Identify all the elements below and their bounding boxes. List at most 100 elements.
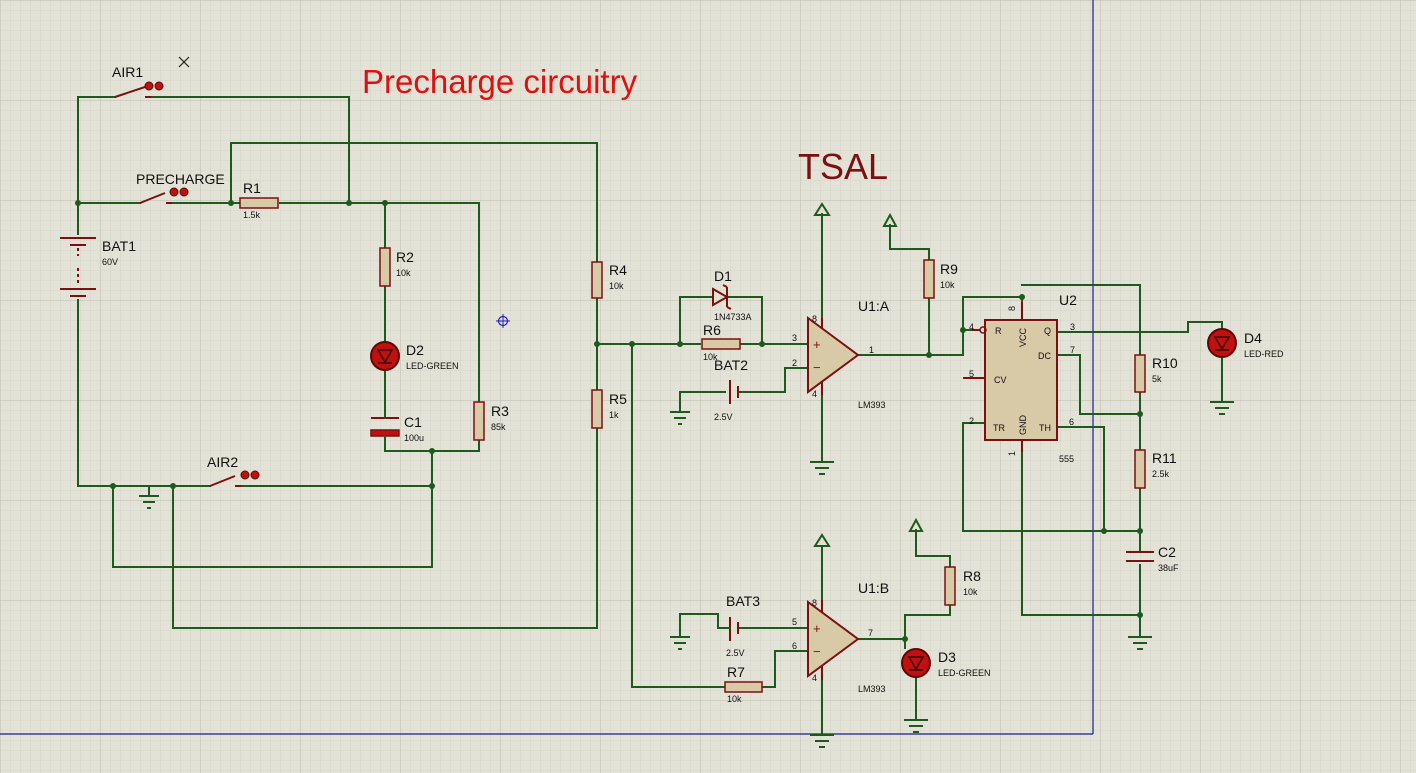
ground-symbol xyxy=(1210,401,1234,415)
crosshair-cursor-icon xyxy=(496,314,510,328)
d3-label: D3 xyxy=(938,649,956,665)
r6-value: 10k xyxy=(703,352,718,362)
u1b-comparator[interactable]: + − 5 6 7 8 4 U1:B LM393 xyxy=(792,580,889,694)
c2-label: C2 xyxy=(1158,544,1176,560)
r1-label: R1 xyxy=(243,180,261,196)
r11-resistor[interactable]: R11 2.5k xyxy=(1134,449,1177,489)
d2-value: LED-GREEN xyxy=(406,361,459,371)
u2-pin-2: 2 xyxy=(969,416,974,426)
r8-value: 10k xyxy=(963,587,978,597)
r11-label: R11 xyxy=(1152,450,1177,466)
air2-relay[interactable]: AIR2 xyxy=(207,454,260,487)
r4-label: R4 xyxy=(609,262,627,278)
u1b-pin-7: 7 xyxy=(868,628,873,638)
u1a-comparator[interactable]: + − 3 2 1 8 4 U1:A LM393 xyxy=(792,298,890,410)
c1-value: 100u xyxy=(404,433,424,443)
u2-label: U2 xyxy=(1059,292,1077,308)
u2-pin-7: 7 xyxy=(1070,345,1075,355)
u2-pin-5: 5 xyxy=(969,369,974,379)
r5-label: R5 xyxy=(609,391,627,407)
air1-relay[interactable]: AIR1 xyxy=(112,64,164,98)
u2-value: 555 xyxy=(1059,454,1074,464)
ground-symbol xyxy=(139,495,159,509)
bat2-label: BAT2 xyxy=(714,357,748,373)
r7-value: 10k xyxy=(727,694,742,704)
u2-555-timer[interactable]: R 4 CV 5 TR 2 Q 3 DC 7 TH 6 VCC 8 GND 1 … xyxy=(963,292,1077,464)
ground-symbol xyxy=(1128,636,1152,650)
u2-tr-pin: TR xyxy=(993,423,1005,433)
precharge-relay[interactable]: PRECHARGE xyxy=(136,171,225,204)
r3-value: 85k xyxy=(491,422,506,432)
u2-th-pin: TH xyxy=(1039,423,1051,433)
r11-value: 2.5k xyxy=(1152,469,1170,479)
u1a-minus-sign: − xyxy=(813,360,821,375)
u2-r-pin: R xyxy=(995,326,1002,336)
u2-pin-4: 4 xyxy=(969,322,974,332)
r4-value: 10k xyxy=(609,281,624,291)
r10-resistor[interactable]: R10 5k xyxy=(1134,354,1178,393)
d2-label: D2 xyxy=(406,342,424,358)
r8-resistor[interactable]: R8 10k xyxy=(944,566,981,606)
r4-resistor[interactable]: R4 10k xyxy=(591,261,627,299)
u1a-pin-8: 8 xyxy=(812,314,817,324)
r3-label: R3 xyxy=(491,403,509,419)
ground-symbol xyxy=(810,461,834,475)
u2-pin-3: 3 xyxy=(1070,322,1075,332)
r5-value: 1k xyxy=(609,410,619,420)
d3-led[interactable]: D3 LED-GREEN xyxy=(901,648,991,678)
power-terminal-icon xyxy=(813,533,831,547)
r6-resistor[interactable]: R6 10k xyxy=(701,322,741,362)
d2-led[interactable]: D2 LED-GREEN xyxy=(370,341,459,371)
u1a-label: U1:A xyxy=(858,298,890,314)
r7-label: R7 xyxy=(727,664,745,680)
r10-label: R10 xyxy=(1152,355,1178,371)
u1a-pin-4: 4 xyxy=(812,389,817,399)
u1b-label: U1:B xyxy=(858,580,889,596)
bat3-value: 2.5V xyxy=(726,648,745,658)
u1b-value: LM393 xyxy=(858,684,886,694)
ground-symbol xyxy=(670,636,690,650)
u1b-pin-8: 8 xyxy=(812,598,817,608)
bat3-battery[interactable]: BAT3 2.5V xyxy=(717,593,760,658)
tsal-title: TSAL xyxy=(798,146,888,187)
u2-q-pin: Q xyxy=(1044,326,1051,336)
r5-resistor[interactable]: R5 1k xyxy=(591,389,627,429)
r3-resistor[interactable]: R3 85k xyxy=(473,401,509,441)
u2-vcc-pin: VCC xyxy=(1018,327,1028,347)
bat3-label: BAT3 xyxy=(726,593,760,609)
air2-label: AIR2 xyxy=(207,454,238,470)
u1b-minus-sign: − xyxy=(813,644,821,659)
u1b-pin-4: 4 xyxy=(812,673,817,683)
u2-pin-1: 1 xyxy=(1007,451,1017,456)
r9-resistor[interactable]: R9 10k xyxy=(923,259,958,299)
u2-pin-6: 6 xyxy=(1069,417,1074,427)
d3-value: LED-GREEN xyxy=(938,668,991,678)
air1-label: AIR1 xyxy=(112,64,143,80)
d1-zener-diode[interactable]: D1 1N4733A xyxy=(712,268,752,322)
d4-led[interactable]: D4 LED-RED xyxy=(1207,328,1284,359)
c1-capacitor[interactable]: C1 100u xyxy=(370,411,424,443)
bat2-value: 2.5V xyxy=(714,412,733,422)
d4-value: LED-RED xyxy=(1244,349,1284,359)
r2-value: 10k xyxy=(396,268,411,278)
sheet-border xyxy=(0,0,1094,735)
r6-label: R6 xyxy=(703,322,721,338)
c2-capacitor[interactable]: C2 38uF xyxy=(1126,544,1179,573)
u1a-pin-3: 3 xyxy=(792,333,797,343)
bat2-battery[interactable]: BAT2 2.5V xyxy=(714,357,748,422)
precharge-title: Precharge circuitry xyxy=(362,63,638,100)
r1-resistor[interactable]: R1 1.5k xyxy=(239,180,279,220)
power-terminal-icon xyxy=(813,202,831,216)
precharge-relay-label: PRECHARGE xyxy=(136,171,225,187)
r7-resistor[interactable]: R7 10k xyxy=(724,664,763,704)
power-terminal-icon xyxy=(908,517,924,532)
bat1-value: 60V xyxy=(102,257,118,267)
r2-resistor[interactable]: R2 10k xyxy=(379,247,414,287)
bat1-battery[interactable]: BAT1 60V xyxy=(60,237,136,297)
junction-dots xyxy=(75,200,1143,642)
r10-value: 5k xyxy=(1152,374,1162,384)
r9-value: 10k xyxy=(940,280,955,290)
d1-label: D1 xyxy=(714,268,732,284)
